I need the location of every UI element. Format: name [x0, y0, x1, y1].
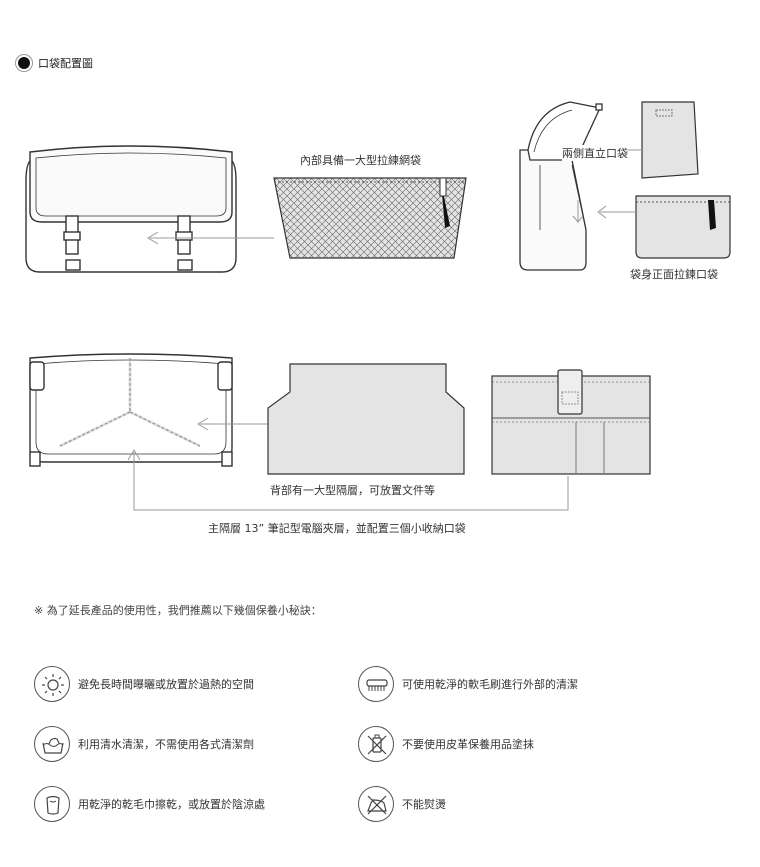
tip-item: 可使用乾淨的軟毛刷進行外部的清潔: [358, 666, 578, 702]
tip-item: 避免長時間曝曬或放置於過熱的空間: [34, 666, 254, 702]
tip-text: 用乾淨的乾毛巾擦乾，或放置於陰涼處: [78, 798, 265, 811]
tip-text: 可使用乾淨的軟毛刷進行外部的清潔: [402, 678, 578, 691]
bullet-icon: [18, 57, 30, 69]
tip-item: 不能熨燙: [358, 786, 446, 822]
hand-wash-icon: [34, 726, 70, 762]
no-leather-care-icon: [358, 726, 394, 762]
sun-icon: [34, 666, 70, 702]
tip-item: 用乾淨的乾毛巾擦乾，或放置於陰涼處: [34, 786, 265, 822]
main-compartment-label: 主隔層 13” 筆記型電腦夾層，並配置三個小收納口袋: [208, 522, 466, 535]
tip-text: 不能熨燙: [402, 798, 446, 811]
mesh-pocket-illustration: [273, 177, 467, 259]
tip-text: 避免長時間曝曬或放置於過熱的空間: [78, 678, 254, 691]
no-iron-icon: [358, 786, 394, 822]
back-pocket-label: 背部有一大型隔層，可放置文件等: [270, 484, 435, 497]
side-pocket-illustration: [641, 101, 699, 179]
section-title: 口袋配置圖: [38, 57, 93, 70]
care-note: ※ 為了延長產品的使用性，我們推薦以下幾個保養小秘訣：: [34, 604, 322, 617]
bag-back-illustration: [29, 353, 233, 467]
back-compartment-illustration: [267, 363, 465, 475]
brush-icon: [358, 666, 394, 702]
pocket-diagram: [25, 101, 731, 511]
section-header: 口袋配置圖: [18, 55, 93, 71]
tip-text: 不要使用皮革保養用品塗抹: [402, 738, 534, 751]
front-zip-pocket-label: 袋身正面拉鍊口袋: [630, 268, 718, 281]
side-pockets-label: 兩側直立口袋: [562, 145, 628, 161]
mesh-pocket-label: 內部具備一大型拉練網袋: [300, 154, 421, 167]
bag-side-illustration: [519, 101, 603, 271]
bag-front-illustration: [25, 145, 237, 273]
tip-item: 利用清水清潔，不需使用各式清潔劑: [34, 726, 254, 762]
laptop-compartment-illustration: [491, 369, 651, 475]
tip-item: 不要使用皮革保養用品塗抹: [358, 726, 534, 762]
front-pocket-illustration: [635, 195, 731, 259]
tip-text: 利用清水清潔，不需使用各式清潔劑: [78, 738, 254, 751]
towel-dry-icon: [34, 786, 70, 822]
